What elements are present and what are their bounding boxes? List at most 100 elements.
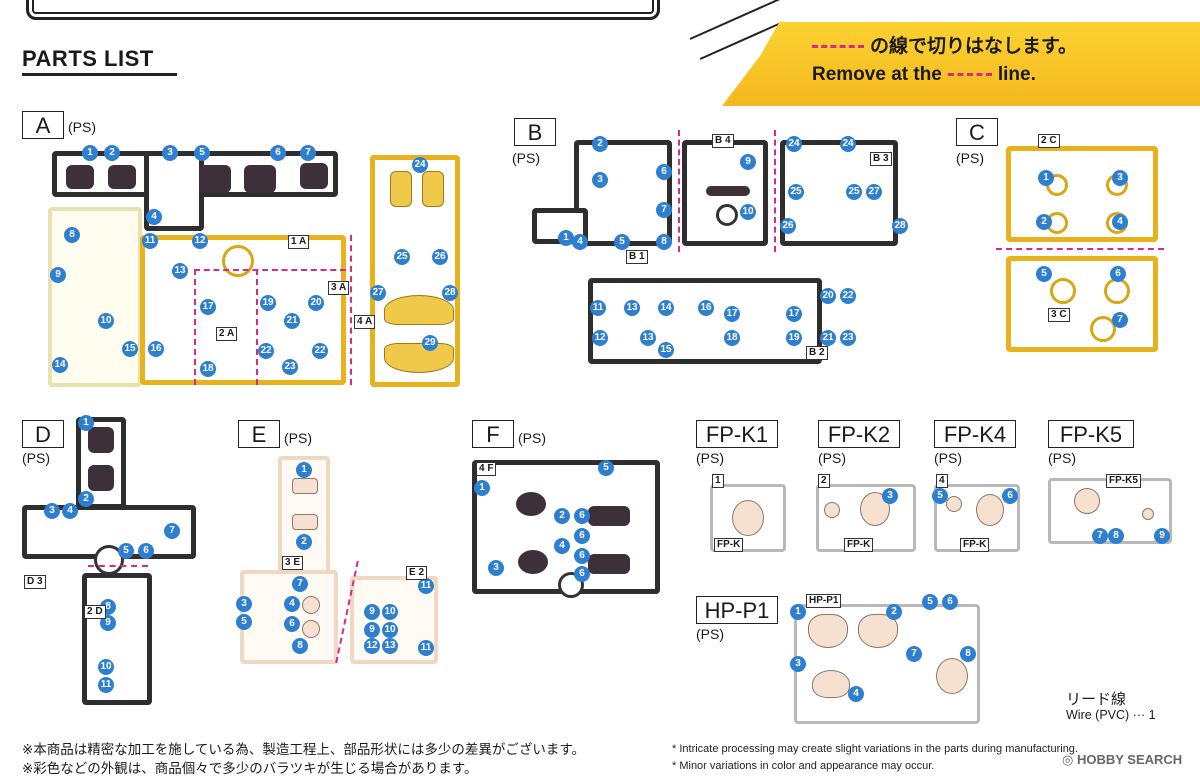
cut-line-sample — [948, 73, 992, 76]
runner-b: 2 3 6 7 1 4 5 8 9 10 24 24 25 25 27 26 2… — [530, 130, 910, 370]
part-f2 — [516, 492, 546, 516]
part-number-badge: 9 — [364, 604, 380, 620]
banner-jp: の線で切りはなします。 — [870, 36, 1077, 57]
part-number-badge: 1 — [474, 480, 490, 496]
runner-tag: 3 E — [282, 556, 303, 570]
part-number-badge: 22 — [312, 343, 328, 359]
part-d2 — [88, 465, 114, 491]
part-number-badge: 5 — [194, 145, 210, 161]
part-number-badge: 12 — [192, 233, 208, 249]
runner-a: 1 2 3 5 6 7 4 24 25 26 27 28 29 8 9 10 1… — [44, 145, 464, 390]
part-number-badge: 11 — [590, 300, 606, 316]
part-number-badge: 10 — [98, 313, 114, 329]
part-a5 — [199, 165, 231, 193]
runner-tag: B 4 — [712, 134, 734, 148]
watermark: ◎ HOBBY SEARCH — [1062, 752, 1182, 768]
part-e4 — [302, 596, 320, 614]
part-number-badge: 5 — [1036, 266, 1052, 282]
runner-material-fpk4: (PS) — [934, 450, 962, 466]
note-en-1: * Intricate processing may create slight… — [672, 743, 1078, 755]
part-c5 — [1050, 278, 1076, 304]
runner-tag: E 2 — [406, 566, 427, 580]
part-number-badge: 25 — [846, 184, 862, 200]
part-number-badge: 6 — [1110, 266, 1126, 282]
part-number-badge: 9 — [50, 267, 66, 283]
part-hand — [1074, 488, 1100, 514]
runner-label-fpk4: FP-K4 — [934, 420, 1016, 448]
part-number-badge: 7 — [300, 145, 316, 161]
part-number-badge: 16 — [148, 341, 164, 357]
part-number-badge: 9 — [1154, 528, 1170, 544]
part-number-badge: 2 — [886, 604, 902, 620]
part-number-badge: 26 — [432, 249, 448, 265]
part-small — [946, 496, 962, 512]
part-number-badge: 3 — [488, 560, 504, 576]
part-small — [824, 502, 840, 518]
cut-line — [350, 235, 352, 385]
part-number-badge: 2 — [554, 508, 570, 524]
part-e2 — [292, 514, 318, 530]
runner-tag: B 1 — [626, 250, 648, 264]
runner-tag: HP-P1 — [806, 594, 841, 608]
runner-tag: FP-K — [714, 538, 743, 552]
part-number-badge: 22 — [840, 288, 856, 304]
part-number-badge: 6 — [284, 616, 300, 632]
part-number-badge: 6 — [1002, 488, 1018, 504]
part-number-badge: 3 — [790, 656, 806, 672]
part-number-badge: 6 — [574, 508, 590, 524]
banner-jp-line: の線で切りはなします。 — [812, 34, 1077, 60]
part-number-badge: 12 — [592, 330, 608, 346]
runner-c: 1 3 2 4 5 6 7 2 C 3 C — [1004, 132, 1160, 356]
part-number-badge: 6 — [138, 543, 154, 559]
part-number-badge: 6 — [656, 164, 672, 180]
part-number-badge: 4 — [284, 596, 300, 612]
part-number-badge: 10 — [382, 604, 398, 620]
part-number-badge: 20 — [820, 288, 836, 304]
runner-hpp1: 1 2 3 4 5 6 7 8 HP-P1 — [788, 592, 984, 728]
part-number-badge: 22 — [258, 343, 274, 359]
runner-tag: 2 D — [84, 605, 106, 619]
runner-fpk4: 5 6 4 FP-K — [932, 474, 1022, 554]
page-title: PARTS LIST — [22, 46, 154, 72]
banner-en-before: Remove at the — [812, 64, 942, 85]
part-a24b — [422, 171, 444, 207]
cut-line — [194, 269, 346, 271]
part-number-badge: 25 — [788, 184, 804, 200]
part-number-badge: 13 — [624, 300, 640, 316]
runner-material-a: (PS) — [68, 119, 96, 135]
part-number-badge: 5 — [922, 594, 938, 610]
runner-c-bottom — [1006, 256, 1158, 352]
part-number-badge: 2 — [1036, 214, 1052, 230]
title-underline — [22, 73, 177, 76]
runner-fpk1: 1 FP-K — [708, 474, 788, 554]
note-jp-1: ※本商品は精密な加工を施している為、製造工程上、部品形状には多少の差異がございま… — [22, 738, 585, 758]
runner-tag: 4 F — [476, 462, 496, 476]
runner-label-hpp1: HP-P1 — [696, 596, 778, 624]
runner-d-bottom — [82, 573, 152, 705]
part-number-badge: 7 — [164, 523, 180, 539]
part-number-badge: 21 — [284, 313, 300, 329]
part-number-badge: 14 — [52, 357, 68, 373]
part-number-badge: 9 — [364, 622, 380, 638]
runner-gate-ring — [222, 245, 254, 277]
part-number-badge: 15 — [122, 341, 138, 357]
cut-line — [774, 130, 776, 252]
part-number-badge: 18 — [724, 330, 740, 346]
part-number-badge: 28 — [892, 218, 908, 234]
runner-tag: 4 A — [354, 315, 375, 329]
runner-fpk5: 7 8 9 FP-K5 — [1046, 472, 1174, 548]
runner-d: 1 2 3 4 5 6 7 8 9 10 11 D 3 2 D — [22, 415, 200, 715]
cut-line — [194, 269, 196, 385]
part-number-badge: 7 — [1112, 312, 1128, 328]
part-number-badge: 5 — [598, 460, 614, 476]
part-number-badge: 8 — [64, 227, 80, 243]
note-jp-2: ※彩色などの外観は、商品個々で多少のバラツキが生じる場合があります。 — [22, 757, 477, 777]
runner-label-e: E — [238, 420, 280, 448]
part-f6b — [588, 554, 630, 574]
part-number-badge: 4 — [146, 209, 162, 225]
runner-tag: FP-K — [960, 538, 989, 552]
wire-label-jp: リード線 — [1066, 688, 1126, 709]
part-f4 — [518, 550, 548, 574]
part-number-badge: 3 — [236, 596, 252, 612]
